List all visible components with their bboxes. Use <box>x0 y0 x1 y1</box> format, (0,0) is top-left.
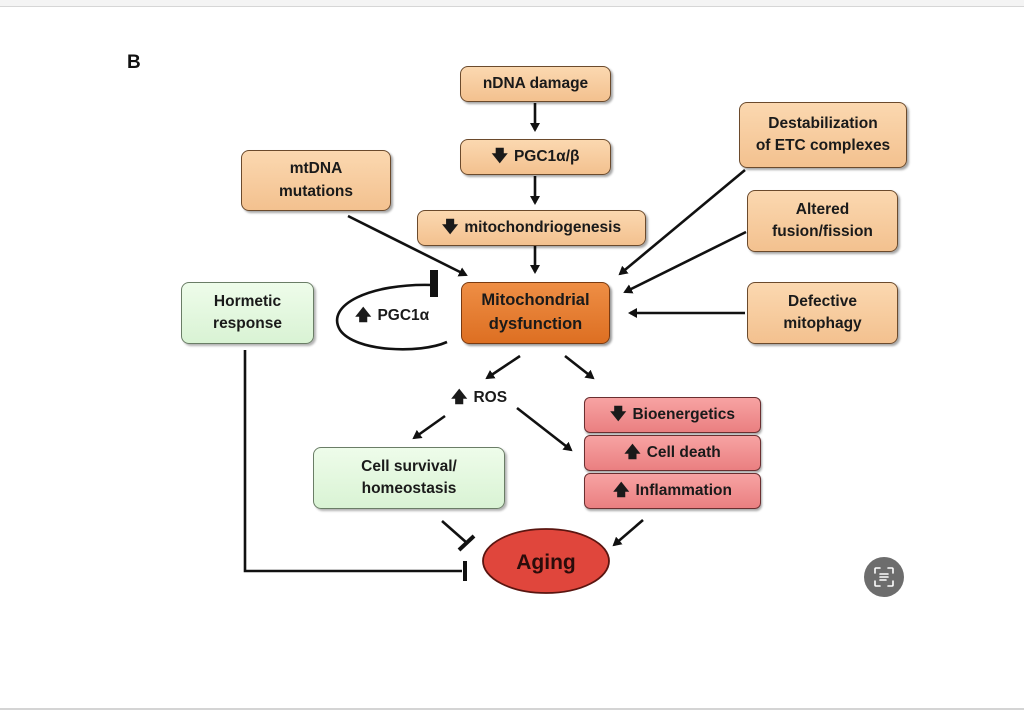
aging-label: Aging <box>516 551 575 574</box>
arrow-etc-to-dysfunction <box>618 169 746 276</box>
node-fusion-line1: Altered <box>795 200 850 218</box>
node-etc-line1: Destabilization <box>768 114 878 132</box>
arrow-up-icon: 🡅 <box>613 482 630 500</box>
arrow-fusion-to-dysfunction <box>623 230 747 294</box>
node-ndna-damage-label: nDNA damage <box>482 74 589 92</box>
arrow-down-icon: 🡇 <box>610 406 627 424</box>
node-cell-death: 🡅 Cell death <box>584 435 761 471</box>
node-mtdna-mutations: mtDNA mutations <box>241 150 391 211</box>
arrow-effects-to-aging <box>612 519 644 547</box>
node-mitochondriogenesis-label: mitochondriogenesis <box>464 218 622 236</box>
node-mtdna-line2: mutations <box>278 182 354 200</box>
label-pgc1a-text: PGC1α <box>377 307 430 324</box>
arrow-dysfunction-to-effects <box>564 354 595 380</box>
label-ros-up: 🡅 ROS <box>451 386 507 413</box>
node-pgc1ab: 🡇 PGC1α/β <box>460 139 611 175</box>
node-inflammation: 🡅 Inflammation <box>584 473 761 509</box>
node-etc-line2: of ETC complexes <box>755 137 891 154</box>
arrow-up-icon: 🡅 <box>355 307 372 324</box>
browser-top-bar <box>0 0 1024 7</box>
node-bioenergetics: 🡇 Bioenergetics <box>584 397 761 433</box>
node-survival-line1: Cell survival/ <box>361 457 457 475</box>
node-hormetic-response: Hormetic response <box>181 282 314 344</box>
node-mitochondrial-dysfunction: Mitochondrial dysfunction <box>461 282 610 344</box>
arrow-ros-to-survival <box>412 414 446 440</box>
arrow-ros-to-effects <box>516 406 573 452</box>
node-inflammation-label: Inflammation <box>635 481 732 499</box>
arrow-mtdna-to-dysfunction <box>347 214 468 277</box>
pgc1a-feedback-loop <box>336 283 448 351</box>
node-defective-mitophagy: Defective mitophagy <box>747 282 898 344</box>
inhibit-survival-to-aging <box>441 520 468 544</box>
node-mitochondriogenesis: 🡇 mitochondriogenesis <box>417 210 646 246</box>
arrow-down-icon: 🡇 <box>491 148 508 166</box>
node-destabilization-etc: Destabilization of ETC complexes <box>739 102 907 168</box>
node-cell-survival: Cell survival/ homeostasis <box>313 447 505 509</box>
panel-label: B <box>127 52 141 73</box>
node-mtdna-line1: mtDNA <box>289 160 343 178</box>
arrow-down-icon: 🡇 <box>441 219 459 237</box>
node-survival-line2: homeostasis <box>361 480 457 497</box>
inhibit-hormetic-to-aging <box>243 350 462 573</box>
arrow-up-icon: 🡅 <box>624 444 641 462</box>
node-bioenergetics-label: Bioenergetics <box>632 405 735 423</box>
arrow-up-icon: 🡅 <box>451 389 468 406</box>
node-hormetic-line2: response <box>213 315 282 332</box>
lens-scan-button[interactable] <box>864 557 904 597</box>
node-mitophagy-line1: Defective <box>788 292 857 310</box>
node-cell-death-label: Cell death <box>646 443 721 461</box>
inhibit-bar-survival <box>457 534 476 552</box>
node-dysfunction-line2: dysfunction <box>488 315 583 333</box>
node-mitophagy-line2: mitophagy <box>783 315 862 332</box>
node-fusion-line2: fusion/fission <box>772 223 873 240</box>
label-ros-text: ROS <box>473 389 508 406</box>
node-hormetic-line1: Hormetic <box>213 292 282 310</box>
arrow-dysfunction-to-ros <box>485 354 521 380</box>
bottom-border <box>0 708 1024 710</box>
node-dysfunction-line1: Mitochondrial <box>481 291 590 310</box>
node-ndna-damage: nDNA damage <box>460 66 611 102</box>
node-pgc1ab-label: PGC1α/β <box>513 147 580 165</box>
label-pgc1a-up: 🡅 PGC1α <box>355 304 429 331</box>
lens-scan-icon <box>874 567 894 587</box>
aging-ellipse <box>482 528 610 594</box>
node-altered-fusion: Altered fusion/fission <box>747 190 898 252</box>
